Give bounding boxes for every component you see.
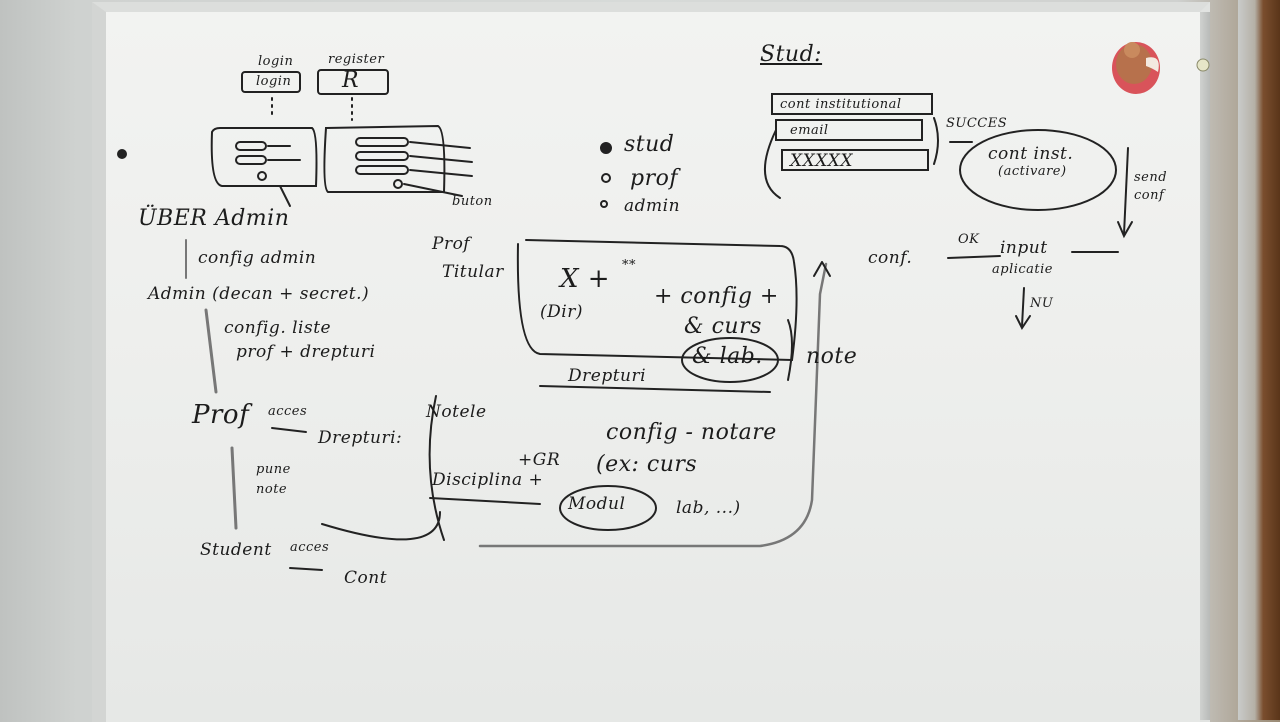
magnet-dot-icon [1196,58,1210,72]
whiteboard-frame-shadow [1200,12,1210,720]
acces-label-2: acces [290,540,330,555]
config-notare-label: config - notare [606,420,777,445]
register-box [317,69,389,95]
login-screen-sketch [210,127,318,187]
form-field-xxxx-text: XXXXX [790,151,854,171]
config-admin-label: config admin [198,248,317,268]
form-field-email-text: email [790,123,829,138]
note-label: note [256,482,288,497]
cont-inst-label: cont inst. [988,144,1074,164]
form-field-xxxx [781,149,929,171]
conf-label-right: conf [1134,188,1165,203]
cursuri-label: & curs [684,314,762,339]
ex-curs-label: (ex: curs [596,452,698,477]
ok-label: OK [958,232,980,247]
lab-ellipse [681,337,779,383]
prof-titular-label-1: Prof [432,234,471,254]
prof-drepturi-label: prof + drepturi [236,342,376,362]
nu-label: NU [1030,296,1054,311]
modul-label: Modul [568,494,626,514]
send-label: send [1134,170,1168,185]
drepturi-label: Drepturi: [318,428,403,448]
acces-label-1: acces [268,404,308,419]
stud-title: Stud: [760,42,823,67]
wall-right-edge [1238,0,1280,720]
succes-label: SUCCES [946,116,1008,131]
config-lists-label: config. liste [224,318,332,338]
register-label: register [328,52,385,67]
labs-label: & lab. [692,344,763,369]
prof-titular-label-2: Titular [442,262,504,282]
notele-label: Notele [426,402,487,422]
role-prof: prof [630,166,678,191]
login-box [241,71,301,93]
uber-admin-label: ÜBER Admin [138,206,290,231]
whiteboard [92,2,1210,722]
prof-label: Prof [192,400,250,430]
button-label: buton [452,194,493,209]
form-field-cont-text: cont institutional [780,97,902,112]
board-dot [117,149,127,159]
student-label: Student [200,540,272,560]
dir-label: (Dir) [540,302,583,322]
note-right-label: note [806,344,858,369]
register-box-label: R [342,68,360,93]
input-label: input [1000,238,1048,258]
form-field-cont [771,93,933,115]
admin-line-label: Admin (decan + secret.) [148,284,370,304]
activare-label: (activare) [998,164,1067,179]
cont-label: Cont [344,568,388,588]
drepturi-box [516,239,798,362]
login-label: login [258,54,294,69]
pune-label: pune [256,462,291,477]
asterisk-label: ** [622,258,636,273]
drepturi-under-label: Drepturi [568,366,647,386]
role-stud: stud [624,132,675,157]
plus-gr-label: +GR [518,450,561,470]
x-plus-label: X + [560,264,611,294]
cont-inst-ellipse [959,129,1117,211]
disciplina-label: Disciplina + [432,470,544,490]
modul-ellipse [559,485,657,531]
lab-etc-label: lab, ...) [676,498,741,518]
login-box-label: login [256,74,292,89]
bird-magnet-icon [1112,42,1160,94]
role-admin: admin [624,196,681,216]
aplicatie-label: aplicatie [992,262,1053,277]
config-plus-label: + config + [654,284,779,309]
conf-label-left: conf. [868,248,913,268]
